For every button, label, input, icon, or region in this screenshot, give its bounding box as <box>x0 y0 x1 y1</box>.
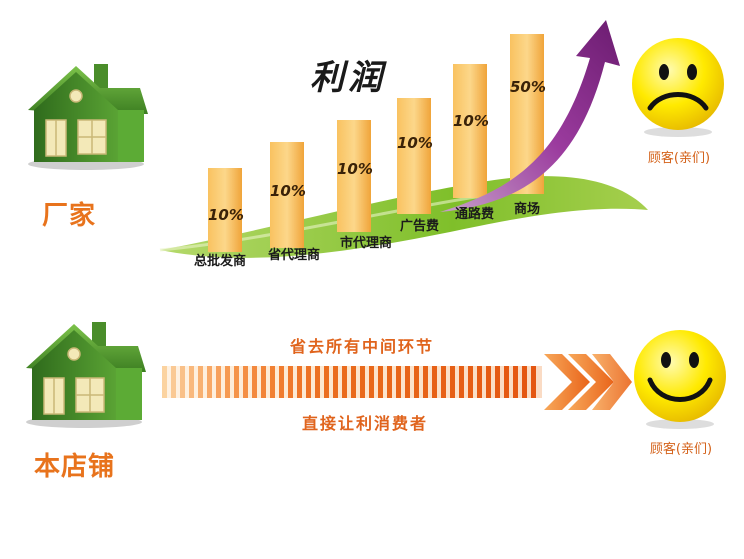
house-icon-store <box>18 316 146 432</box>
bar-5 <box>453 64 487 198</box>
bar-3-percent: 10% <box>337 160 373 178</box>
tier-label-2: 省代理商 <box>268 248 321 263</box>
manufacturer-label: 厂家 <box>42 201 97 231</box>
bar-4-percent: 10% <box>397 134 433 152</box>
profit-chain-graphic <box>159 20 648 258</box>
bar-5-percent: 10% <box>453 112 489 130</box>
striped-arrow-icon <box>162 352 632 416</box>
bar-2 <box>270 142 304 248</box>
customer-label-top: 顾客(亲们) <box>647 151 711 166</box>
bar-6-percent: 50% <box>510 78 546 96</box>
happy-face-icon <box>630 326 730 434</box>
sad-face-icon <box>628 34 728 142</box>
tier-label-6: 商场 <box>514 202 541 217</box>
tier-label-4: 广告费 <box>400 219 440 234</box>
bar-3 <box>337 120 371 232</box>
profit-title: 利润 <box>310 58 386 98</box>
profit-chain-chart <box>150 0 650 290</box>
customer-label-bottom: 顾客(亲们) <box>649 442 713 457</box>
arrow-bottom-text: 直接让利消费者 <box>302 414 429 433</box>
purple-rising-arrow <box>440 20 620 212</box>
bar-1 <box>208 168 242 252</box>
bar-2-percent: 10% <box>270 182 306 200</box>
tier-label-1: 总批发商 <box>194 254 247 269</box>
bar-4 <box>397 98 431 214</box>
tier-label-5: 通路费 <box>455 207 495 222</box>
house-icon-manufacturer <box>20 58 148 174</box>
tier-label-3: 市代理商 <box>340 236 393 251</box>
arrow-top-text: 省去所有中间环节 <box>290 337 435 356</box>
store-label: 本店铺 <box>34 452 116 482</box>
bar-1-percent: 10% <box>208 206 244 224</box>
